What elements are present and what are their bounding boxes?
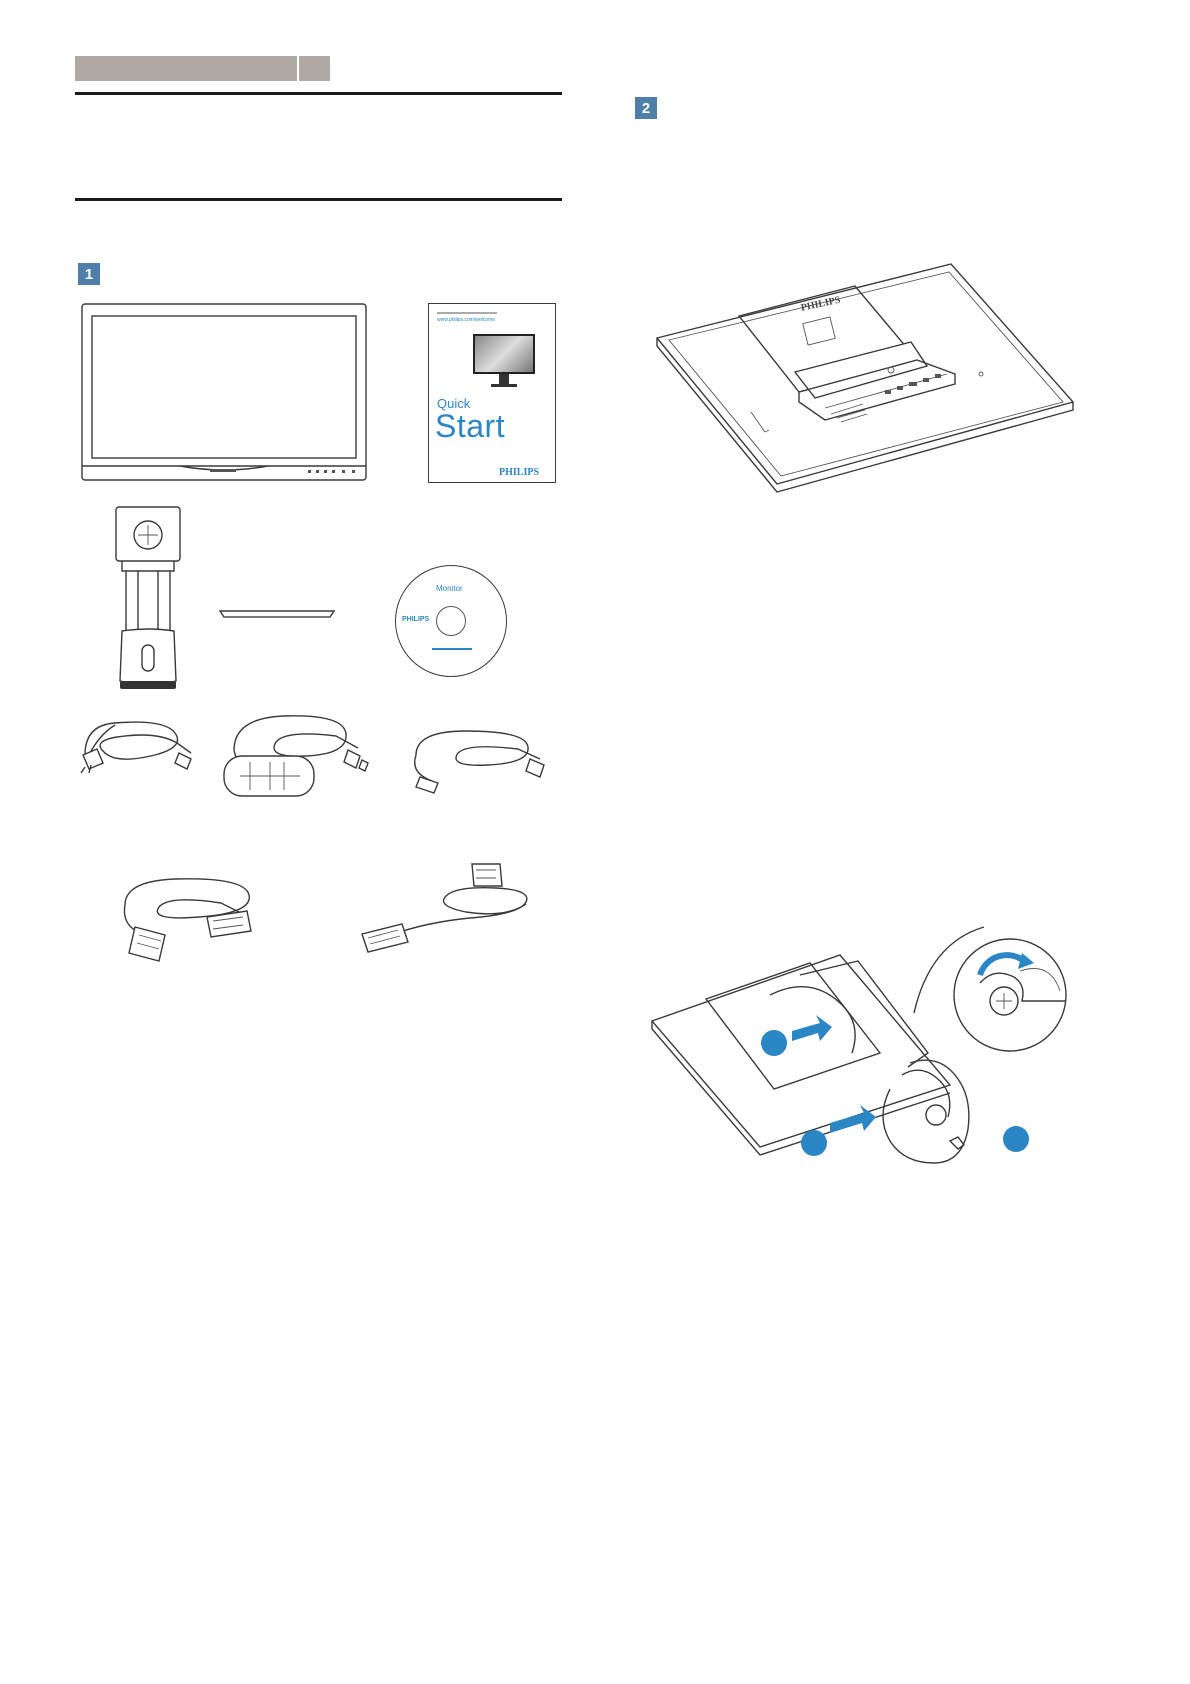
stand-attachment-illustration	[650, 926, 1067, 1164]
vga-cable-illustration	[123, 878, 252, 962]
header-bar	[75, 56, 330, 81]
step-2-badge: 2	[635, 97, 657, 119]
bottom-rule	[75, 198, 562, 201]
dvi-cable-illustration	[361, 863, 528, 953]
guide-brand: PHILIPS	[499, 467, 540, 478]
cd-disc: Monitor PHILIPS	[395, 565, 507, 677]
power-cord-illustration	[80, 721, 192, 774]
quick-start-guide: www.philips.com/welcome Quick Start PHIL…	[428, 303, 556, 483]
cd-label: Monitor	[436, 584, 463, 593]
stand-illustration	[115, 506, 181, 689]
guide-title-quick: Quick	[437, 396, 471, 411]
cd-brand: PHILIPS	[402, 616, 430, 623]
guide-title-start: Start	[435, 408, 506, 444]
guide-header-lines	[437, 312, 497, 314]
guide-monitor-stand	[499, 374, 509, 384]
guide-monitor-foot	[491, 384, 517, 387]
cd-hole-ring	[436, 606, 466, 636]
base-plate-illustration	[218, 610, 336, 618]
top-rule	[75, 92, 562, 95]
cd-bottom-text	[432, 648, 472, 650]
guide-monitor-photo	[473, 334, 535, 374]
usb-cable-with-clip-illustration	[223, 715, 369, 797]
monitor-front-illustration	[81, 303, 367, 481]
monitor-back-illustration	[655, 263, 1075, 493]
header-bar-divider	[297, 56, 299, 81]
guide-url: www.philips.com/welcome	[437, 317, 496, 323]
usb-cable-illustration	[414, 730, 545, 794]
step-1-badge: 1	[78, 263, 100, 285]
